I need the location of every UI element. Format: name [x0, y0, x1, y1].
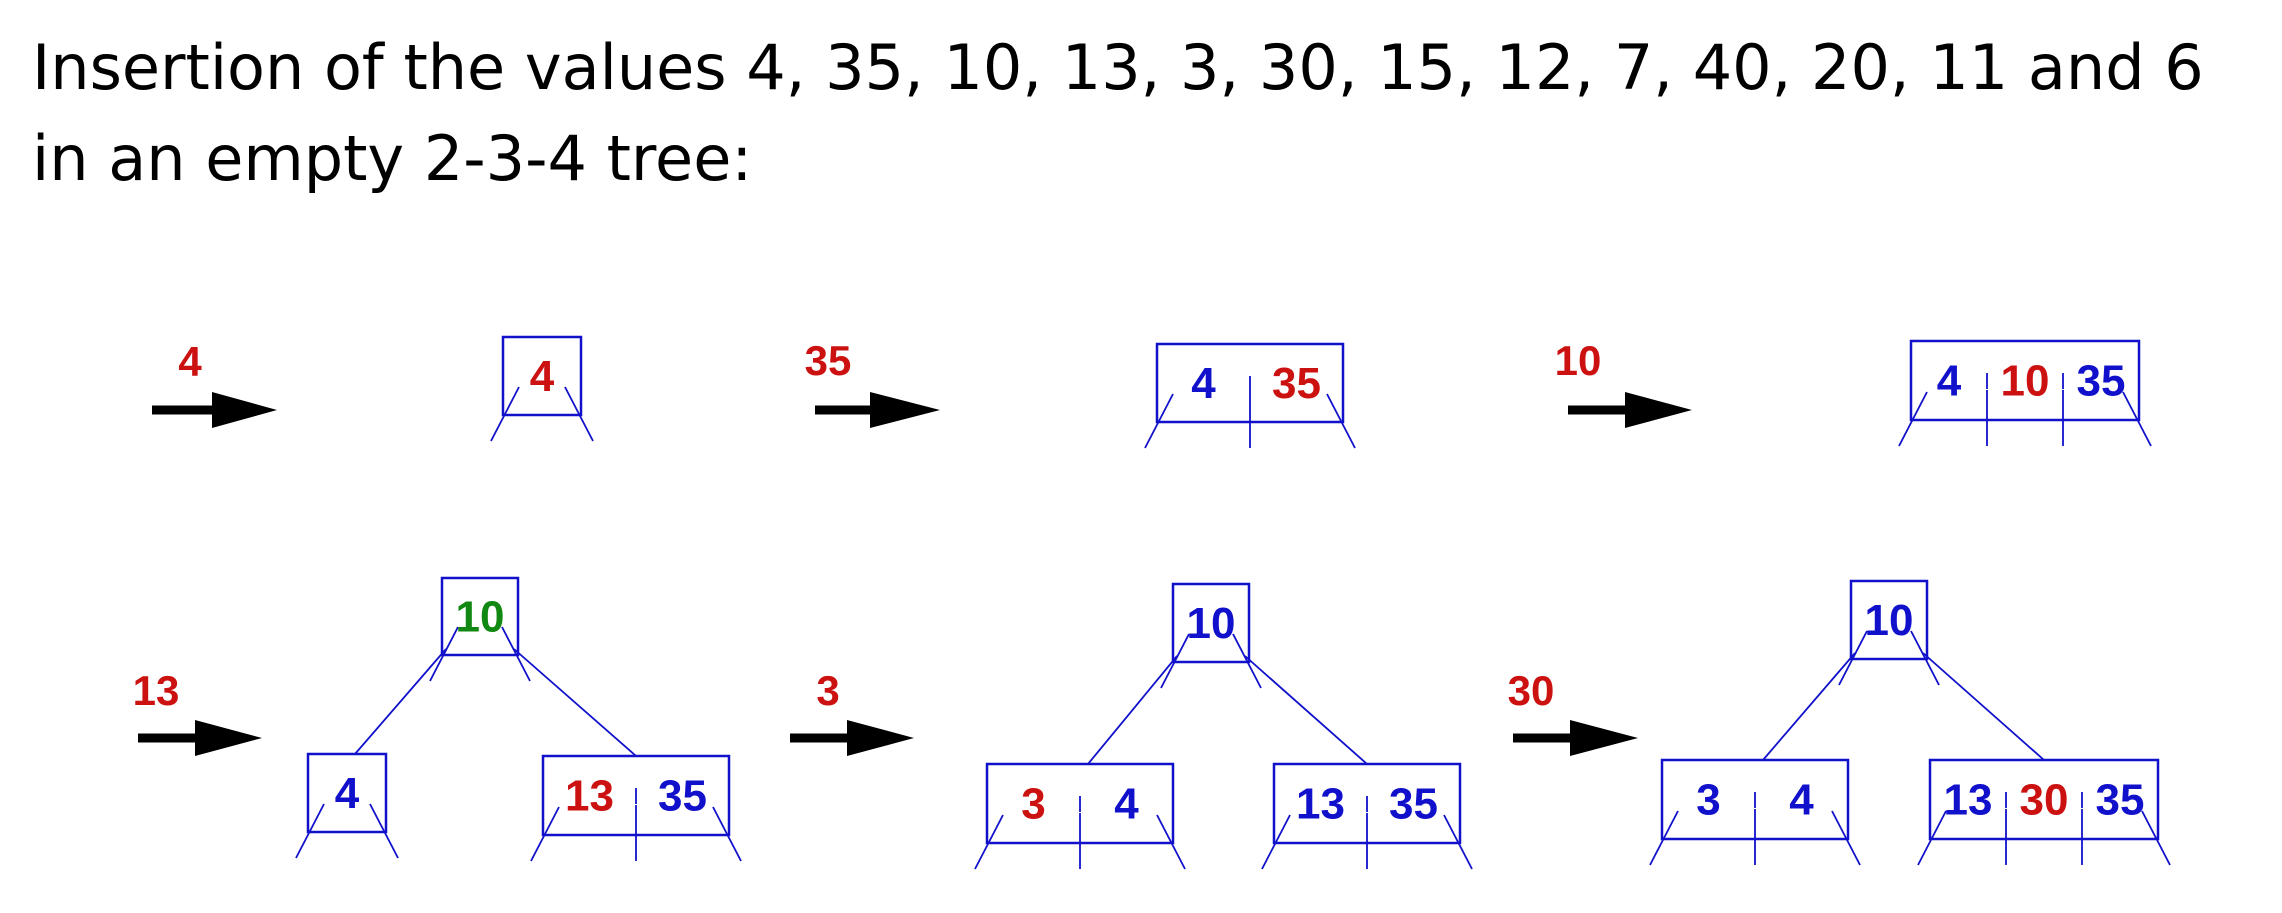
node-key: 10: [1865, 596, 1914, 645]
tree-node: 4 35: [1144, 342, 1356, 449]
child-pointer: [2141, 810, 2171, 866]
child-pointer: [1910, 630, 1940, 686]
inserted-value: 35: [805, 337, 852, 384]
child-pointer: [369, 803, 399, 859]
inserted-value: 10: [1555, 337, 1602, 384]
tree-edge: [1087, 655, 1178, 765]
node-key: 4: [1114, 780, 1139, 829]
arrow-head: [1625, 392, 1692, 428]
child-pointer: [1831, 810, 1861, 866]
node-key: 10: [1187, 599, 1236, 648]
arrow-head: [1570, 720, 1638, 756]
node-key: 13: [565, 772, 614, 821]
node-box: [306, 752, 388, 834]
child-pointer: [1261, 814, 1291, 870]
node-key: 13: [1296, 780, 1345, 829]
tree-edge: [513, 648, 637, 757]
insertion-step: 13 10 4 13 35: [133, 576, 742, 862]
child-pointer: [1898, 391, 1928, 447]
insertion-step: 10 4 10 35: [1555, 337, 2152, 447]
arrow-icon: [138, 720, 262, 756]
node-key: 3: [1696, 776, 1720, 825]
inserted-value: 13: [133, 667, 180, 714]
tree-edge: [1762, 652, 1856, 761]
child-pointer: [1917, 810, 1947, 866]
child-pointer: [564, 386, 594, 442]
child-pointer: [295, 803, 325, 859]
node-key: 13: [1944, 776, 1993, 825]
arrow-icon: [1568, 392, 1692, 428]
tree-node: 4: [295, 752, 399, 859]
arrow-icon: [790, 720, 914, 756]
child-pointer: [1156, 814, 1186, 870]
child-pointer: [501, 626, 531, 682]
child-pointer: [1160, 633, 1190, 689]
node-key: 35: [1272, 359, 1321, 408]
node-key: 4: [1191, 359, 1216, 408]
node-key: 35: [2077, 357, 2126, 406]
child-pointer: [1144, 393, 1174, 449]
child-pointer: [712, 806, 742, 862]
tree-edge: [354, 648, 447, 755]
node-key: 4: [530, 352, 555, 401]
node-box: [501, 335, 583, 417]
node-key: 4: [1789, 776, 1814, 825]
node-key: 10: [2001, 357, 2050, 406]
tree-node: 4: [490, 335, 594, 442]
node-box: [1909, 339, 2141, 422]
arrow-icon: [152, 392, 277, 428]
tree-edge: [1244, 655, 1368, 765]
child-pointer: [2122, 391, 2152, 447]
child-pointer: [1326, 393, 1356, 449]
child-pointer: [1649, 810, 1679, 866]
tree-node: 13 35: [1261, 762, 1473, 870]
arrow-head: [870, 392, 940, 428]
node-key: 35: [2096, 776, 2145, 825]
node-key: 4: [1937, 357, 1962, 406]
node-box: [1171, 582, 1251, 664]
insertion-step: 35 4 35: [805, 337, 1356, 449]
node-box: [440, 576, 520, 657]
child-pointer: [490, 386, 520, 442]
arrow-icon: [1513, 720, 1638, 756]
arrow-head: [195, 720, 262, 756]
tree-node: 4 10 35: [1898, 339, 2152, 447]
tree-edge: [1922, 652, 2045, 761]
tree-node: 10: [429, 576, 531, 682]
tree-node: 10: [1838, 579, 1940, 686]
tree-node: 13 35: [530, 754, 742, 862]
node-key: 35: [658, 772, 707, 821]
arrow-head: [847, 720, 914, 756]
node-box: [1849, 579, 1929, 661]
arrow-head: [212, 392, 277, 428]
node-key: 30: [2020, 776, 2069, 825]
tree-node: 13 30 35: [1917, 758, 2171, 866]
node-key: 35: [1389, 780, 1438, 829]
child-pointer: [1232, 633, 1262, 689]
page-title: Insertion of the values 4, 35, 10, 13, 3…: [32, 31, 2204, 195]
child-pointer: [530, 806, 560, 862]
inserted-value: 30: [1508, 667, 1555, 714]
child-pointer: [1838, 630, 1868, 686]
child-pointer: [974, 814, 1004, 870]
node-key: 10: [456, 593, 505, 642]
tree-node: 10: [1160, 582, 1262, 689]
node-key: 3: [1021, 780, 1045, 829]
inserted-value: 3: [816, 667, 839, 714]
inserted-value: 4: [178, 338, 202, 385]
node-box: [1928, 758, 2160, 841]
arrow-icon: [815, 392, 940, 428]
node-key: 4: [335, 769, 360, 818]
child-pointer: [429, 626, 459, 682]
child-pointer: [1443, 814, 1473, 870]
